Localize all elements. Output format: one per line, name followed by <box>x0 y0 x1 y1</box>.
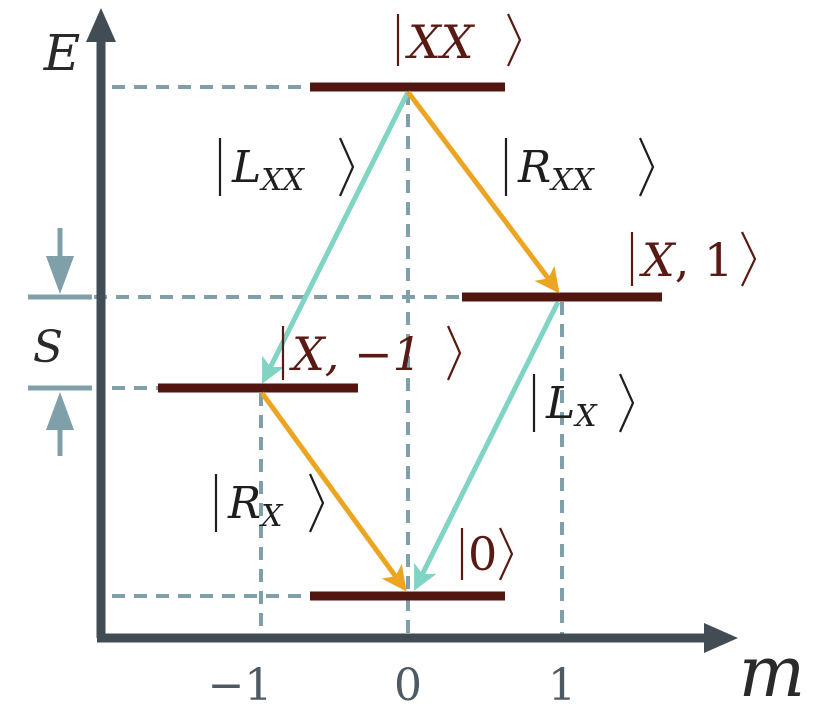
ket-angle <box>638 137 655 197</box>
transition-label-text: RXX <box>517 142 595 198</box>
level-x1-text: X, 1 <box>639 233 733 287</box>
splitting-indicator: S <box>28 228 92 456</box>
energy-levels <box>158 82 662 601</box>
transition-arrows <box>259 90 561 592</box>
transition-label-text: RX <box>227 478 284 534</box>
axes: E m −1 0 1 <box>43 8 805 712</box>
level-xx-text: XX <box>405 15 476 69</box>
transition-label-text: LXX <box>231 142 306 198</box>
y-axis-label: E <box>43 24 81 82</box>
ket-angle <box>499 527 514 581</box>
level-label-xx: XX <box>396 13 522 69</box>
split-arrow-up-icon <box>46 392 74 430</box>
level-ground-text: 0 <box>468 527 497 581</box>
level-x1-rest: , 1 <box>675 233 734 287</box>
arrow-lx <box>413 300 561 591</box>
level-label-ground: 0 <box>460 527 514 581</box>
ket-angle <box>618 373 635 433</box>
x-tick-label: −1 <box>208 660 273 711</box>
y-axis-arrow-icon <box>86 8 116 42</box>
ket-angle <box>741 231 757 287</box>
level-xm1-text: X, −1 <box>289 327 422 381</box>
transition-label-rx: RX <box>214 473 325 534</box>
level-label-xm1: X, −1 <box>281 325 462 381</box>
ket-angle <box>308 473 325 533</box>
x-axis-label: m <box>739 631 805 712</box>
ket-angle <box>446 325 462 381</box>
split-arrow-down-icon <box>46 256 74 294</box>
transition-label-lx: LX <box>532 373 635 434</box>
vertical-guides <box>259 92 564 636</box>
level-label-x1: X, 1 <box>630 231 757 287</box>
transition-label-text: LX <box>545 378 598 434</box>
split-label: S <box>33 322 63 373</box>
transition-label-rxx: RXX <box>504 137 655 198</box>
arrow-rx <box>259 391 407 592</box>
x-tick-label: 0 <box>394 660 422 711</box>
x-tick-label: 1 <box>548 660 576 711</box>
transition-label-lxx: LXX <box>218 137 355 198</box>
arrow-rxx <box>406 90 560 294</box>
arrow-lxx <box>261 90 411 384</box>
x-axis-arrow-icon <box>704 623 738 653</box>
ket-angle <box>338 137 355 197</box>
ket-angle <box>507 13 522 67</box>
